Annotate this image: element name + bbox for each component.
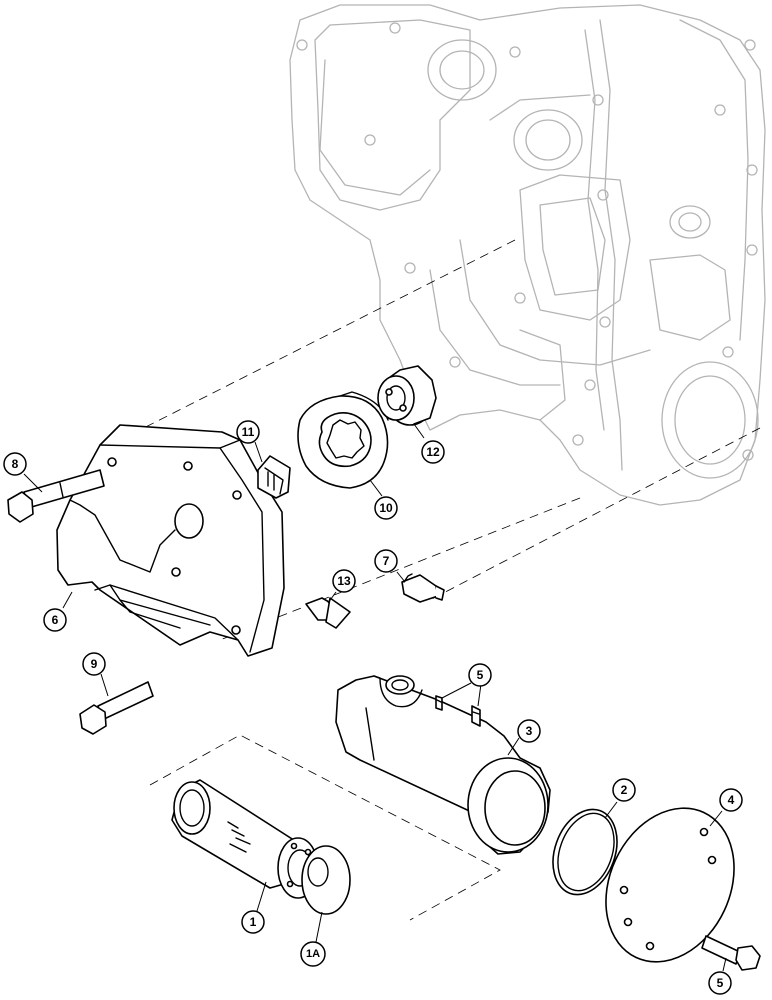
bolt-9	[79, 681, 154, 735]
fitting-7	[401, 573, 445, 603]
callout-12-label: 12	[426, 445, 440, 459]
callout-2-label: 2	[621, 783, 628, 797]
bolt-5	[701, 935, 761, 971]
callout-4-label: 4	[728, 793, 735, 807]
callout-9: 9	[82, 652, 106, 676]
fitting-13	[305, 597, 351, 629]
callout-4: 4	[719, 788, 743, 812]
filter-housing	[335, 675, 551, 855]
callout-6-label: 6	[52, 613, 59, 627]
callout-13-label: 13	[337, 574, 351, 588]
callout-7: 7	[374, 549, 398, 573]
callout-5-upper: 5	[468, 663, 492, 687]
o-ring	[552, 808, 618, 896]
transmission-housing-ghost	[289, 4, 766, 506]
callout-1-label: 1	[250, 915, 257, 929]
filter-element	[171, 779, 319, 899]
callout-12: 12	[421, 440, 445, 464]
bolt-8	[7, 469, 105, 523]
callout-5-lower-label: 5	[717, 976, 724, 990]
callout-5-upper-label: 5	[477, 668, 484, 682]
cover-plate	[605, 807, 735, 963]
callout-10: 10	[374, 496, 398, 520]
splined-bushing	[257, 455, 291, 499]
gasket-1a	[301, 845, 351, 915]
callout-2: 2	[612, 778, 636, 802]
callout-10-label: 10	[379, 501, 393, 515]
callout-1a-label: 1A	[306, 948, 320, 960]
callout-6: 6	[43, 608, 67, 632]
callout-3: 3	[517, 719, 541, 743]
callout-5-lower: 5	[708, 971, 732, 995]
callout-3-label: 3	[526, 724, 533, 738]
callout-1a: 1A	[300, 941, 326, 967]
seal-bearing	[377, 365, 437, 426]
pump-housing	[56, 424, 285, 657]
gerotor-gear	[297, 391, 389, 489]
callout-8: 8	[3, 452, 27, 476]
callout-13: 13	[332, 569, 356, 593]
callout-11: 11	[236, 420, 260, 444]
callout-11-label: 11	[242, 425, 255, 439]
callout-7-label: 7	[383, 554, 390, 568]
leader-lines	[23, 423, 727, 972]
callout-8-label: 8	[12, 457, 19, 471]
callout-9-label: 9	[91, 657, 98, 671]
callout-1: 1	[241, 910, 265, 934]
